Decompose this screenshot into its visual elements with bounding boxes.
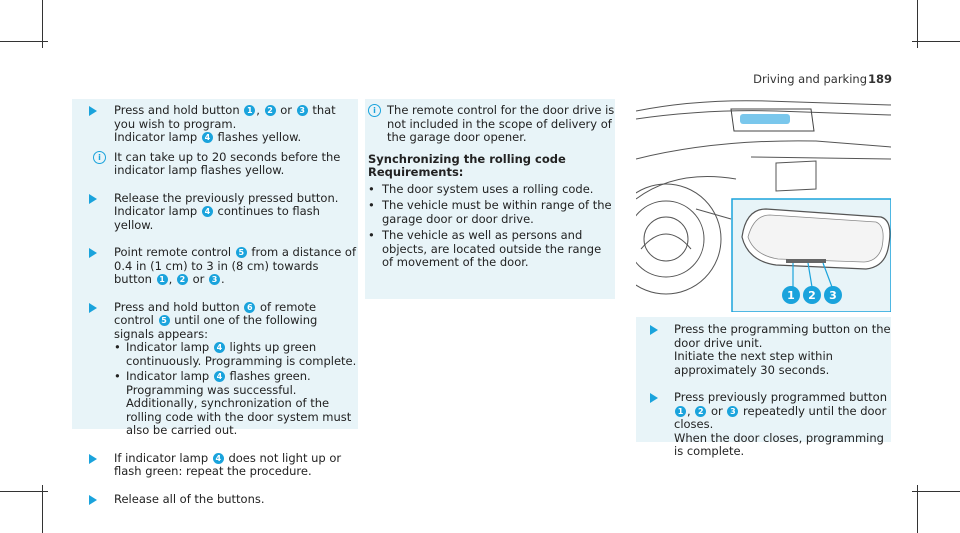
list-item: • Indicator lamp 4 flashes green. Progra… <box>114 369 352 437</box>
list-item: •The vehicle as well as persons and obje… <box>368 228 602 269</box>
crop-mark <box>42 485 43 533</box>
step-press-programmed-button: Press previously programmed button 1, 2 … <box>636 390 891 459</box>
mirror-illustration-svg: 1 2 3 <box>636 100 891 312</box>
section-title: Driving and parking <box>753 72 867 86</box>
figure-callout-2 <box>803 286 821 304</box>
callout-1: 1 <box>675 405 686 417</box>
crop-mark <box>912 491 960 492</box>
list-item: • Indicator lamp 4 lights up green conti… <box>114 340 357 368</box>
step-arrow-icon <box>89 193 97 204</box>
callout-1: 1 <box>244 105 256 116</box>
mirror-illustration: 1 2 3 <box>636 99 891 312</box>
instructions-column-2: i The remote control for the door drive … <box>365 99 615 299</box>
callout-4: 4 <box>201 132 213 143</box>
callout-3: 3 <box>208 274 220 285</box>
crop-mark <box>0 41 48 42</box>
info-note: i The remote control for the door drive … <box>365 103 615 145</box>
step-arrow-icon <box>89 248 97 258</box>
callout-5: 5 <box>158 315 170 326</box>
crop-mark <box>917 485 918 533</box>
crop-mark <box>0 491 48 492</box>
step-release: Release the previously pressed button. I… <box>72 191 358 233</box>
page-number: 189 <box>867 72 892 86</box>
instructions-column-3: Press the programming button on the door… <box>636 317 891 458</box>
step-arrow-icon <box>89 302 97 313</box>
callout-2: 2 <box>264 105 276 116</box>
step-repeat: If indicator lamp 4 does not light up or… <box>72 451 358 479</box>
step-arrow-icon <box>89 453 97 464</box>
figure-label-1: 1 <box>787 289 795 302</box>
step-arrow-icon <box>650 325 658 335</box>
callout-1: 1 <box>156 274 168 285</box>
callout-4: 4 <box>201 206 213 217</box>
step-arrow-icon <box>89 106 97 116</box>
list-item: •The vehicle must be within range of the… <box>368 198 612 226</box>
crop-mark <box>917 0 918 48</box>
callout-6: 6 <box>244 301 256 313</box>
crop-mark <box>912 41 960 42</box>
figure-label-3: 3 <box>829 289 837 302</box>
callout-2: 2 <box>176 274 188 285</box>
step-press-hold: Press and hold button 1, 2 or 3 that you… <box>72 103 358 145</box>
info-icon: i <box>368 104 381 117</box>
step-release-all: Release all of the buttons. <box>72 492 358 507</box>
step-point-remote: Point remote control 5 from a distance o… <box>72 245 358 287</box>
info-note: i It can take up to 20 seconds before th… <box>72 150 358 178</box>
callout-3: 3 <box>727 405 739 417</box>
figure-callout-1 <box>782 286 800 304</box>
callout-4: 4 <box>213 371 225 382</box>
callout-4: 4 <box>213 342 225 353</box>
figure-callout-3 <box>824 286 842 304</box>
list-item: •The door system uses a rolling code. <box>368 181 594 196</box>
callout-4: 4 <box>212 452 224 464</box>
callout-5: 5 <box>235 247 247 258</box>
step-arrow-icon <box>89 494 97 505</box>
callout-3: 3 <box>296 105 308 116</box>
instructions-column-1: Press and hold button 1, 2 or 3 that you… <box>72 99 358 505</box>
crop-mark <box>42 0 43 48</box>
step-arrow-icon <box>650 393 658 403</box>
step-press-programming-button: Press the programming button on the door… <box>636 322 891 377</box>
section-heading: Synchronizing the rolling code <box>368 151 566 166</box>
page-header: Driving and parking 189 <box>0 72 960 86</box>
step-press-remote: Press and hold button 6 of remote contro… <box>72 300 358 438</box>
info-icon: i <box>93 150 106 164</box>
requirements-heading: Requirements: <box>368 165 464 179</box>
figure-label-2: 2 <box>808 289 816 302</box>
callout-2: 2 <box>695 405 707 417</box>
